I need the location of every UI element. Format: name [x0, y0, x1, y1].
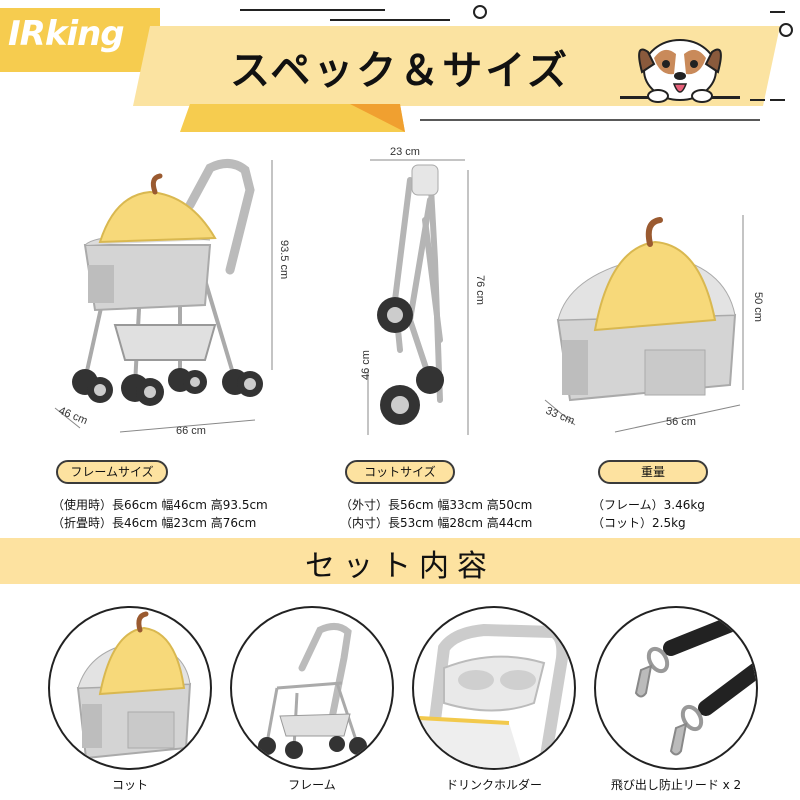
cot-height-label: 50 cm [752, 292, 764, 322]
drink-holder-thumbnail [412, 606, 576, 770]
leash-thumbnail [594, 606, 758, 770]
cot-image [544, 215, 744, 433]
frame-size-pill: フレームサイズ [56, 460, 168, 484]
cot-spec-line-2: （内寸）長53cm 幅28cm 高44cm [340, 516, 533, 530]
caption-leash: 飛び出し防止リード x 2 [610, 778, 742, 792]
set-contents-bar [0, 538, 800, 584]
weight-pill: 重量 [598, 460, 708, 484]
folded-frame-image [367, 159, 469, 435]
caption-cot: コット [111, 778, 148, 792]
caption-frame: フレーム [288, 778, 336, 792]
cot-spec-line-1: （外寸）長56cm 幅33cm 高50cm [340, 498, 533, 512]
cot-size-pill: コットサイズ [345, 460, 455, 484]
brand-logo-background [0, 8, 160, 72]
frame-thumbnail [230, 606, 394, 770]
banner-accent [180, 104, 405, 132]
decorative-lines [240, 5, 793, 121]
stroller-width-label: 66 cm [176, 425, 206, 437]
frame-spec-line-2: （折畳時）長46cm 幅23cm 高76cm [52, 516, 257, 530]
page-title: スペック＆サイズ [230, 48, 570, 94]
set-contents-title: セット内容 [305, 549, 495, 584]
cot-thumbnail [48, 606, 212, 770]
stroller-height-label: 93.5 cm [278, 240, 290, 280]
weight-spec-line-2: （コット）2.5kg [592, 516, 686, 530]
folded-height-label: 76 cm [474, 275, 486, 305]
stroller-in-use-image [54, 159, 273, 433]
folded-depth-label: 46 cm [360, 350, 372, 380]
dog-mascot-icon [620, 39, 740, 103]
frame-spec-line-1: （使用時）長66cm 幅46cm 高93.5cm [52, 498, 268, 512]
cot-width-label: 56 cm [666, 416, 696, 428]
weight-spec-line-1: （フレーム）3.46kg [592, 498, 705, 512]
caption-drink-holder: ドリンクホルダー [445, 778, 542, 792]
folded-width-label: 23 cm [390, 146, 420, 158]
brand-logo: IRking [8, 14, 125, 54]
